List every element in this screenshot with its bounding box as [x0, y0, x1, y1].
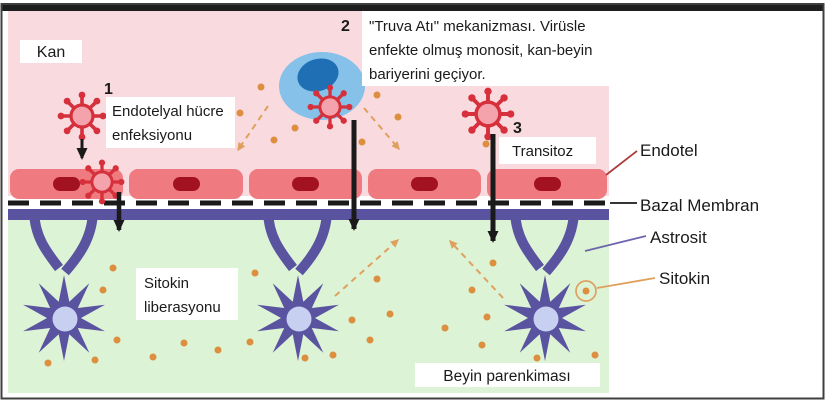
cytokine-dot [109, 264, 117, 272]
cytokine-dot [270, 136, 278, 144]
cytokine-dot [214, 346, 222, 354]
cytokine-dot [441, 324, 449, 332]
virus-icon [459, 85, 517, 143]
cytokine-signal-arrow [363, 107, 400, 151]
cytokine-dot [44, 359, 52, 367]
cytokine-highlight-circle [575, 280, 597, 302]
cytokine-dot [257, 83, 265, 91]
astrocyte-leg-right [295, 211, 332, 276]
step-1-annotation: 1 Endotelyal hücre enfeksiyonu [104, 81, 235, 148]
cytokine-dot [149, 353, 157, 361]
astrocyte-3 [504, 211, 586, 361]
step-1-line2: enfeksiyonu [112, 127, 192, 144]
step-1-number: 1 [104, 81, 113, 98]
cytokine-dot [373, 91, 381, 99]
astrocyte-leg-left [29, 211, 63, 272]
astrosit-callout-line [584, 235, 647, 252]
frame-top-border [2, 4, 823, 11]
legend: Endotel Bazal Membran Astrosit Sitokin [584, 141, 759, 289]
virus-icon [305, 82, 355, 132]
cytokine-dot [478, 341, 486, 349]
sitokin-callout-line [596, 277, 656, 289]
cytokine-dot [366, 336, 374, 344]
cytokine-dot [180, 339, 188, 347]
cytokine-dot [246, 338, 254, 346]
cytokine-dot [394, 113, 402, 121]
astrocyte-leg-right [61, 211, 98, 276]
cytokine-dot [251, 269, 259, 277]
blood-label: Kan [20, 40, 82, 63]
brain-label: Beyin parenkiması [415, 363, 600, 387]
cytokine-dot [591, 351, 599, 359]
endotel-label: Endotel [640, 141, 698, 160]
step-2-annotation: 2 "Truva Atı" mekanizması. Virüsle enfek… [341, 10, 616, 86]
astrocyte-1 [23, 211, 105, 361]
cytokine-highlight [575, 280, 597, 302]
cytokine-release-line1: Sitokin [144, 275, 189, 292]
step-2-line1: "Truva Atı" mekanizması. Virüsle [369, 18, 586, 35]
cytokine-dot [533, 354, 541, 362]
cytokine-dot [236, 109, 244, 117]
cytokine-release-line2: liberasyonu [144, 299, 221, 316]
astrosit-label: Astrosit [650, 228, 707, 247]
cytokine-dot [482, 140, 490, 148]
cytokine-signal-arrow [237, 105, 269, 152]
endothelial-cell-nucleus [411, 177, 438, 191]
step-3-annotation: 3 Transitoz [499, 120, 596, 164]
cytokine-dot [348, 316, 356, 324]
astrocyte-leg-right [542, 211, 579, 276]
cytokine-dot [91, 356, 99, 364]
brain-label-text: Beyin parenkiması [443, 368, 571, 385]
blood-label-box [20, 40, 82, 63]
astrocyte-leg-left [510, 211, 544, 272]
step-1-line1: Endotelyal hücre [112, 103, 224, 120]
cytokine-dot [113, 336, 121, 344]
figure-frame [0, 3, 825, 400]
cytokine-dot [386, 310, 394, 318]
step-2-line2: enfekte olmuş monosit, kan-beyin [369, 42, 592, 59]
blood-label-text: Kan [37, 44, 65, 61]
cytokine-dot [329, 351, 337, 359]
cytokine-dot [373, 275, 381, 283]
endothelial-cell-nucleus [534, 177, 561, 191]
cytokine-dot [468, 286, 476, 294]
astrocyte-endfeet-bar [8, 209, 609, 220]
cytokine-dot [489, 259, 497, 267]
cytokine-dot [301, 354, 309, 362]
cytokine-signal-arrow [334, 239, 400, 297]
step-2-line3: bariyerini geçiyor. [369, 66, 486, 83]
monocyte-cell [279, 52, 365, 120]
cytokine-dots [44, 83, 599, 367]
endothelial-cell-nucleus [53, 177, 80, 191]
monocyte-nucleus [297, 58, 339, 92]
bazal-membran-label: Bazal Membran [640, 196, 759, 215]
sitokin-label: Sitokin [659, 269, 710, 288]
step-3-label: Transitoz [512, 143, 573, 160]
cytokine-release-annotation: Sitokin liberasyonu [136, 268, 238, 320]
step-2-number: 2 [341, 18, 350, 35]
cytokine-signal-arrow [448, 239, 504, 299]
cytokine-dot [358, 138, 366, 146]
step-2-box [362, 10, 616, 86]
endothelium [10, 169, 607, 199]
endothelial-cell-nucleus [173, 177, 200, 191]
step-3-box [499, 137, 596, 164]
cytokine-release-box [136, 268, 238, 320]
step-3-number: 3 [513, 120, 522, 137]
endothelial-cell-nucleus [292, 177, 319, 191]
astrocyte-leg-left [263, 211, 297, 272]
astrocyte-2 [257, 211, 339, 361]
step-1-box [106, 97, 235, 148]
cytokine-dot [99, 286, 107, 294]
cytokine-dot [291, 124, 299, 132]
cytokine-dot [582, 287, 590, 295]
virus-icon [55, 89, 109, 143]
cytokine-dot [483, 313, 491, 321]
endotel-callout-line [605, 150, 638, 176]
brain-label-box [415, 363, 600, 387]
